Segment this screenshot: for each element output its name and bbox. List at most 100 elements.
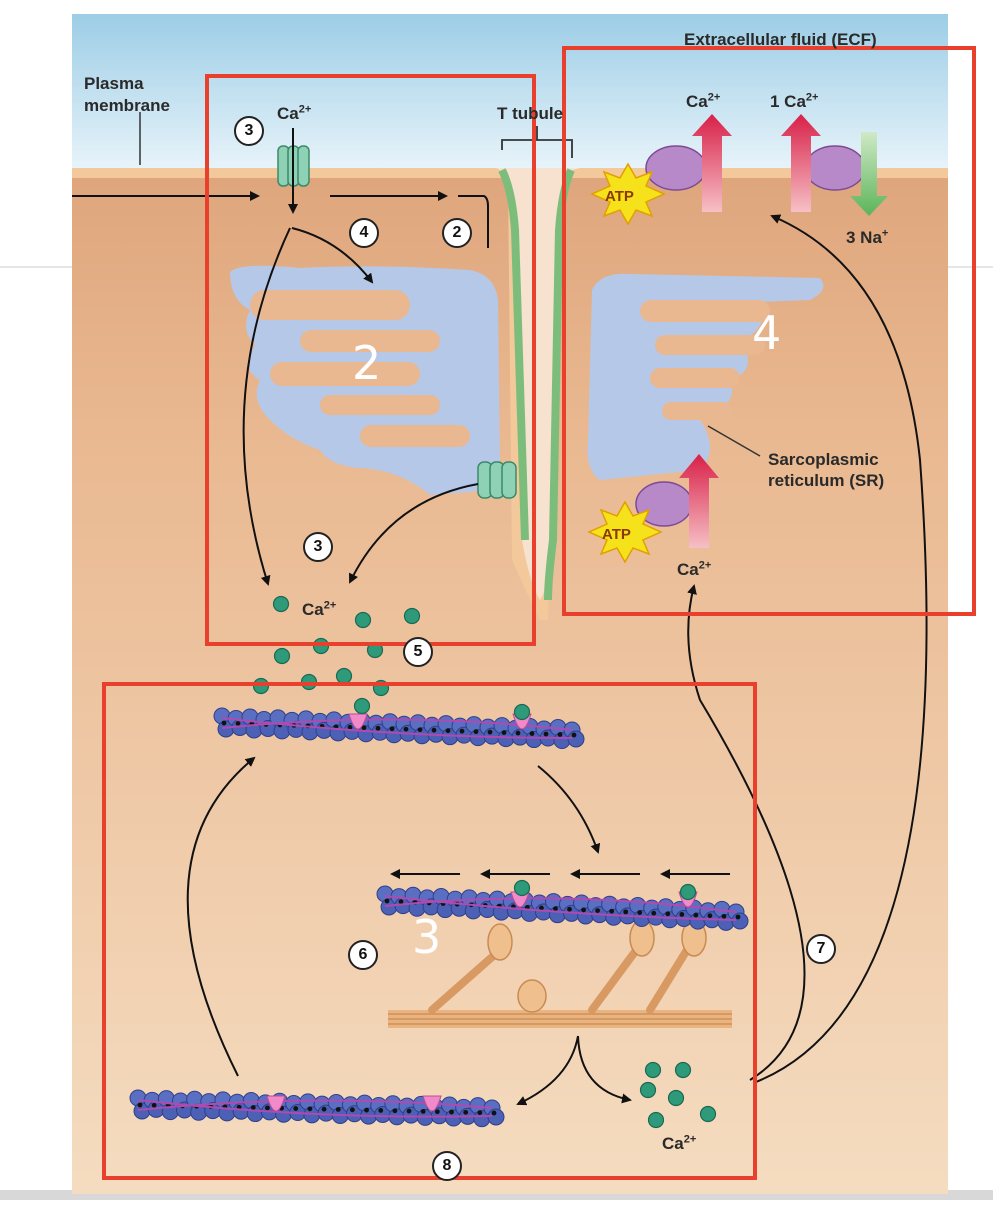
page-divider: [948, 266, 993, 268]
actin-bead-dot: [623, 909, 629, 915]
relaxation-arrow: [516, 1035, 579, 1106]
na-ca-exchanger: [804, 145, 866, 191]
actin-bead-dot: [735, 914, 741, 920]
step-6-badge: 6: [348, 940, 378, 970]
actin-bead-dot: [384, 898, 390, 904]
actin-bead-dot: [293, 1106, 299, 1111]
calcium-ion: [699, 1105, 717, 1123]
ca-label-entry: Ca2+: [277, 103, 312, 123]
page-divider: [0, 266, 72, 268]
actin-bead-dot: [693, 912, 699, 918]
actin-bead-dot: [637, 910, 643, 915]
actin-bead-dot: [679, 912, 685, 917]
actin-bead-dot: [571, 732, 577, 738]
thin-filaments: [129, 707, 749, 1128]
plasma-membrane: [72, 168, 948, 620]
actin-bead-dot: [431, 727, 437, 733]
step-8-badge: 8: [432, 1151, 462, 1181]
calcium-ion: [335, 667, 353, 685]
tropomyosin-strand: [137, 1099, 493, 1118]
ca-atpase-pump: [645, 145, 707, 191]
actin-bead-dot: [403, 726, 409, 732]
t-tubule-path: [458, 195, 489, 248]
actin-bead-dot: [459, 728, 465, 734]
sr-gaps-left: [250, 290, 470, 447]
actin-filament: [213, 707, 585, 750]
ca-label-pump: Ca2+: [686, 91, 721, 111]
sr-release-arrow: [349, 483, 479, 584]
step-2-badge: 2: [442, 218, 472, 248]
calcium-ion: [354, 611, 372, 629]
actin-bead-dot: [417, 727, 423, 733]
actin-bead-dot: [473, 729, 479, 735]
atp-burst-top: [590, 162, 666, 226]
atp-label-bottom: ATP: [602, 526, 631, 543]
plasma-membrane-label-line1: Plasma: [84, 74, 144, 93]
troponin: [422, 1095, 442, 1112]
ca-release-arrow: [577, 1035, 632, 1104]
actin-bead-dot: [501, 730, 507, 735]
actin-bead-dot: [137, 1102, 143, 1108]
actin-bead-dot: [581, 907, 586, 913]
one-ca-label: 1 Ca2+: [770, 91, 819, 111]
t-tubule-label: T tubule: [497, 104, 564, 123]
actin-bead-dot: [265, 1105, 270, 1111]
actin-bead-dot: [449, 1109, 454, 1115]
reuptake-arrow: [687, 584, 806, 1081]
actin-bead-dot: [335, 1107, 341, 1112]
calcium-ion: [679, 883, 697, 901]
calcium-ion: [647, 1111, 665, 1129]
actin-bead-dot: [151, 1102, 157, 1108]
actin-bead-dot: [491, 1110, 497, 1116]
handwritten-3: 3: [412, 910, 442, 964]
calcium-ion: [273, 647, 291, 665]
calcium-ion: [513, 703, 531, 721]
actin-bead-dot: [364, 1107, 369, 1113]
calcium-ion: [403, 607, 421, 625]
ca-label-cytosol: Ca2+: [302, 599, 337, 619]
sr-gaps-right: [640, 300, 770, 420]
actin-bead-dot: [557, 732, 563, 737]
ecf-label: Extracellular fluid (ECF): [684, 30, 877, 49]
actin-bead-dot: [707, 913, 713, 919]
actin-bead-dot: [434, 1109, 440, 1115]
t-tubule-wall: [498, 168, 529, 541]
actin-bead-dot: [350, 1107, 355, 1113]
actin-bead-dot: [665, 911, 671, 917]
actin-bead-dot: [378, 1108, 384, 1113]
ca-label-sr: Ca2+: [677, 559, 712, 579]
actin-bead: [731, 912, 749, 930]
step-3-badge-cytosol: 3: [303, 532, 333, 562]
actin-bead-dot: [651, 910, 657, 916]
extrusion-arrow: [755, 214, 928, 1083]
highlight-box-removal: [562, 46, 976, 616]
three-na-label: 3 Na+: [846, 227, 889, 247]
actin-bead-dot: [487, 729, 493, 735]
atp-burst-bottom: [587, 500, 663, 564]
actin-bead-dot: [375, 725, 381, 731]
ca-label-released: Ca2+: [662, 1133, 697, 1153]
troponin: [266, 1095, 286, 1112]
step-3-badge: 3: [234, 116, 264, 146]
calcium-ion: [353, 697, 371, 715]
highlight-box-release: [205, 74, 536, 646]
plasma-membrane-label-line2: membrane: [84, 96, 170, 115]
actin-bead-dot: [361, 725, 367, 731]
actin-bead-dot: [553, 906, 558, 912]
actin-bead-dot: [515, 730, 521, 736]
ca-exchange-arrow: [781, 114, 821, 212]
ca-efflux-arrow: [692, 114, 732, 212]
troponin: [348, 713, 368, 730]
page-bottom-bar: [0, 1190, 993, 1200]
actin-bead-dot: [307, 1106, 313, 1112]
actin-filament: [129, 1089, 505, 1128]
actin-bead-dot: [392, 1108, 398, 1114]
calcium-ion: [513, 879, 531, 897]
sr-label-line2: reticulum (SR): [768, 471, 885, 490]
actin-bead-dot: [406, 1108, 412, 1114]
actin-bead-dot: [543, 731, 549, 737]
contraction-arrow: [537, 765, 601, 854]
sr-label-line1: Sarcoplasmic: [768, 450, 879, 469]
